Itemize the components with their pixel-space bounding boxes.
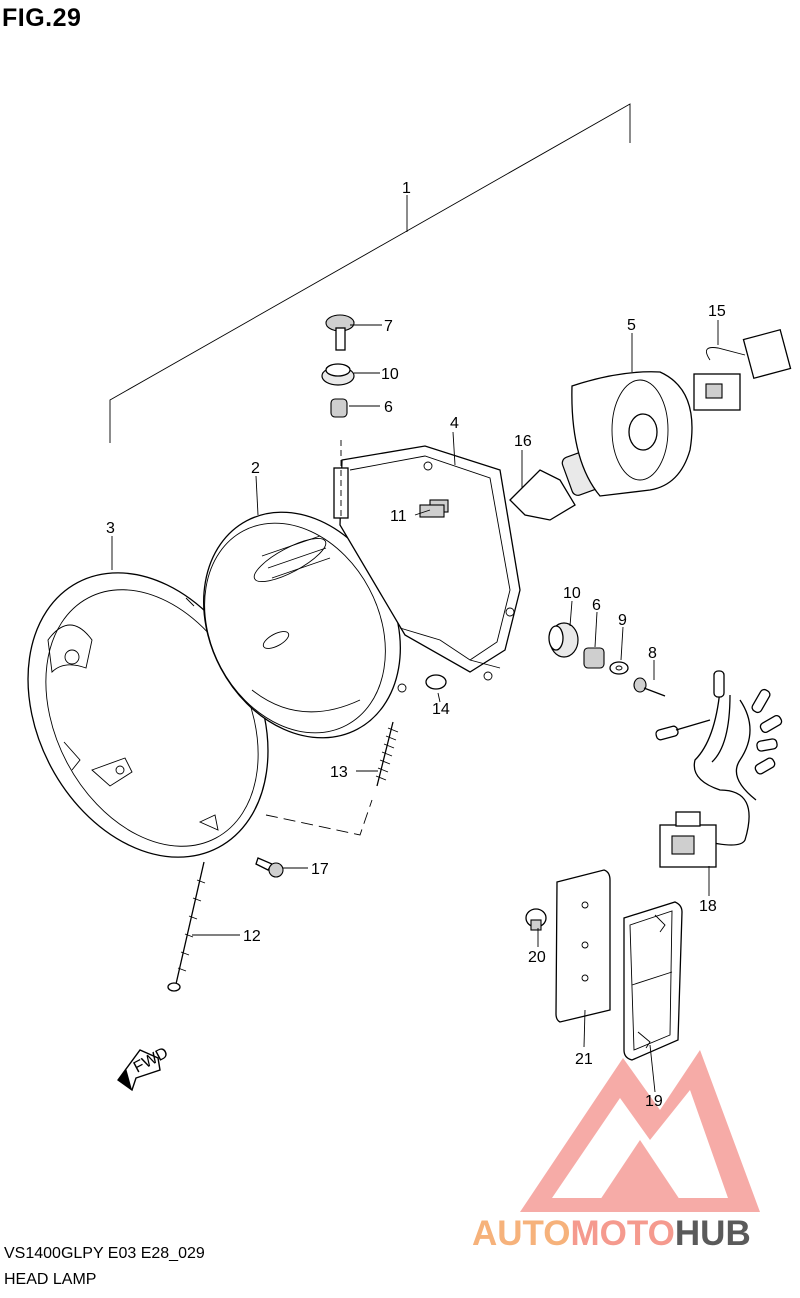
brand-part-2: MOTO	[570, 1214, 675, 1253]
part-long-screw	[167, 861, 206, 992]
callout-20: 20	[528, 949, 546, 966]
leader-lines	[111, 320, 719, 1093]
part-headlamp-lens	[203, 511, 407, 739]
callout-6-right: 6	[592, 597, 601, 614]
callout-9: 9	[618, 612, 627, 629]
part-wiring-harness	[655, 670, 783, 868]
callout-7: 7	[384, 318, 393, 335]
callout-1: 1	[402, 180, 411, 197]
spring-guide-line	[265, 799, 373, 836]
callout-2: 2	[251, 460, 260, 477]
part-washer	[609, 661, 629, 675]
callout-4: 4	[450, 415, 459, 432]
brand-part-3: HUB	[674, 1214, 751, 1253]
section-name: HEAD LAMP	[4, 1271, 97, 1288]
part-screw-17	[255, 857, 284, 878]
watermark-brand: AUTOMOTOHUB	[472, 1214, 751, 1254]
callout-13: 13	[330, 764, 348, 781]
assembly-bracket	[109, 103, 631, 443]
part-clip	[419, 504, 445, 518]
callout-3: 3	[106, 520, 115, 537]
callout-14: 14	[432, 701, 450, 718]
callout-6-top: 6	[384, 399, 393, 416]
callout-17: 17	[311, 861, 329, 878]
watermark-logo	[520, 1050, 760, 1212]
callout-10-top: 10	[381, 366, 399, 383]
part-reflector-19	[623, 901, 683, 1061]
figure-title: FIG.29	[2, 4, 82, 32]
callout-21: 21	[575, 1051, 593, 1068]
fwd-arrow-icon: FWD	[117, 1044, 171, 1092]
part-collar-top	[330, 398, 348, 418]
callout-11: 11	[390, 508, 407, 525]
part-grommet-right	[548, 622, 579, 658]
part-nut-14	[425, 674, 447, 690]
model-code: VS1400GLPY E03 E28_029	[4, 1245, 205, 1262]
part-grommet-top	[321, 363, 355, 386]
part-screw-top	[325, 314, 355, 351]
part-rear-cover	[571, 371, 693, 497]
part-bolt-8	[633, 677, 666, 697]
callout-10-right: 10	[563, 585, 581, 602]
callout-19: 19	[645, 1093, 663, 1110]
part-spring	[375, 721, 399, 787]
callout-labels: 1 2 3 4 5 6 6 7 8 9 10 10 11 12 13 14 15…	[106, 180, 726, 1110]
callout-18: 18	[699, 898, 717, 915]
callout-12: 12	[243, 928, 261, 945]
part-collar-right	[583, 647, 605, 669]
part-nut-20	[525, 908, 547, 931]
callout-16: 16	[514, 433, 532, 450]
part-socket	[693, 328, 792, 411]
brand-part-1: AUTO	[472, 1214, 571, 1253]
callout-15: 15	[708, 303, 726, 320]
part-reflector-plate-21	[555, 869, 611, 1023]
callout-5: 5	[627, 317, 636, 334]
callout-8: 8	[648, 645, 657, 662]
